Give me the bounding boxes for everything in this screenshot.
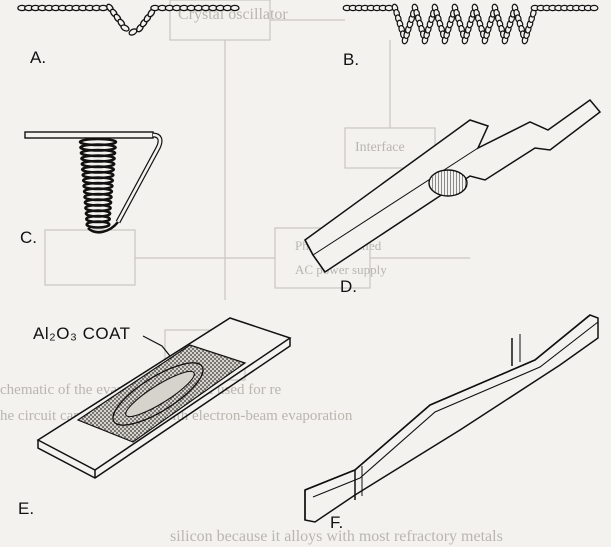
panel-e-coated-strip <box>36 317 292 479</box>
bleed-text-bottom: silicon because it alloys with most refr… <box>170 528 503 545</box>
panel-d-dimpled-boat <box>304 98 602 274</box>
bleed-text-power: AC power supply <box>295 262 387 277</box>
panel-f-trough-boat <box>304 314 599 523</box>
panel-c-coil-tail <box>87 221 120 234</box>
panel-c-coil-turn-15 <box>85 220 111 229</box>
panel-label-b: B. <box>343 50 360 69</box>
panel-label-f: F. <box>330 513 344 532</box>
panel-label-d: D. <box>340 277 357 296</box>
panel-a-wire-dimple <box>17 3 240 36</box>
panel-b-strand-102 <box>589 4 599 12</box>
panel-a-strand-34 <box>229 4 240 12</box>
al2o3-coat-label: Al₂O₃ COAT <box>33 324 131 343</box>
panel-label-a: A. <box>30 48 47 67</box>
panel-b-wire-zigzag <box>342 3 599 45</box>
panel-label-c: C. <box>20 228 37 247</box>
bleed-text-interface: Interface <box>355 140 405 155</box>
panel-c-conical-coil <box>24 131 163 234</box>
panel-label-e: E. <box>18 499 35 518</box>
panel-a-strand-17 <box>120 24 130 32</box>
